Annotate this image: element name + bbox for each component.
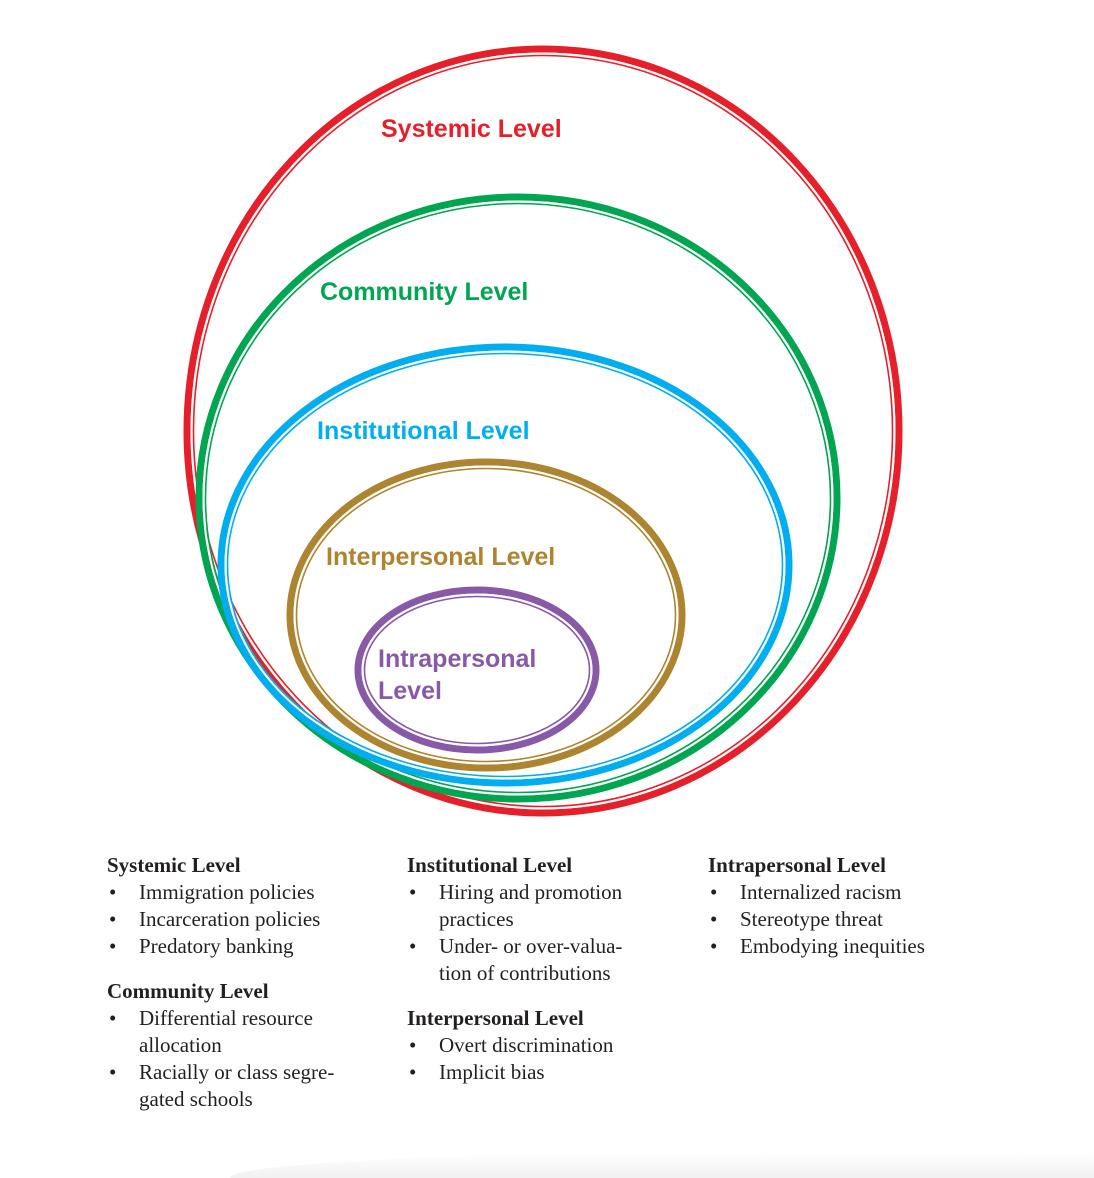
ring-community (195, 193, 841, 803)
legend-item: • Hiring and promotion practices (407, 879, 664, 933)
bullet-icon: • (109, 934, 117, 958)
legend-column-3: Intrapersonal Level • Internalized racism… (708, 852, 998, 978)
ring-intrapersonal-outer-stroke (354, 586, 600, 754)
bullet-icon: • (409, 934, 417, 958)
legend-list: • Hiring and promotion practices • Under- … (407, 879, 697, 987)
legend-section-institutional: Institutional Level • Hiring and promotio… (407, 852, 697, 987)
legend-item: • Racially or class segre-gated schools (107, 1059, 369, 1113)
ring-institutional-gap (224, 350, 786, 780)
legend-item: • Predatory banking (107, 933, 397, 960)
ring-interpersonal-outer-stroke (286, 458, 686, 772)
ring-label-line: Institutional Level (317, 417, 530, 445)
ring-intrapersonal-inner-stroke (363, 595, 591, 745)
legend-item: • Under- or over-valua-tion of contributi… (407, 933, 664, 987)
legend-list: • Immigration policies • Incarceration pol… (107, 879, 397, 960)
ring-systemic (183, 45, 903, 817)
ring-community-outer-stroke (195, 193, 841, 803)
legend-list: • Differential resource allocation • Racia… (107, 1005, 397, 1113)
ring-institutional (217, 343, 793, 787)
legend-item-text: Embodying inequities (740, 934, 925, 958)
ring-interpersonal (286, 458, 686, 772)
legend-heading: Interpersonal Level (407, 1006, 584, 1030)
ring-community-gap (202, 200, 834, 796)
bullet-icon: • (710, 934, 718, 958)
legend-heading: Systemic Level (107, 853, 241, 877)
ring-label-line: Community Level (320, 278, 528, 306)
ring-interpersonal-gap (293, 465, 679, 765)
bullet-icon: • (109, 1060, 117, 1084)
ring-interpersonal-inner-stroke (295, 467, 677, 763)
ring-systemic-inner-stroke (192, 54, 894, 808)
legend-item: • Incarceration policies (107, 906, 397, 933)
legend-heading: Community Level (107, 979, 269, 1003)
legend-column-2: Institutional Level • Hiring and promotio… (407, 852, 697, 1104)
legend-item: • Differential resource allocation (107, 1005, 369, 1059)
legend-item-text: Differential resource allocation (139, 1006, 313, 1057)
ring-label-institutional: Institutional Level (317, 417, 530, 445)
bullet-icon: • (109, 880, 117, 904)
legend-item: • Stereotype threat (708, 906, 998, 933)
ring-label-line: Level (378, 677, 442, 705)
legend-heading: Institutional Level (407, 853, 573, 877)
legend-item-text: Racially or class segre-gated schools (139, 1060, 335, 1111)
page-curl-shadow (230, 1152, 1094, 1178)
legend-item-text: Immigration policies (139, 880, 315, 904)
legend-item-text: Under- or over-valua-tion of contributio… (439, 934, 623, 985)
ring-institutional-outer-stroke (217, 343, 793, 787)
ring-intrapersonal (354, 586, 600, 754)
ring-systemic-gap (190, 52, 896, 810)
legend-column-1: Systemic Level • Immigration policies • In… (107, 852, 397, 1131)
ring-systemic-outer-stroke (183, 45, 903, 817)
bullet-icon: • (710, 907, 718, 931)
legend-item-text: Stereotype threat (740, 907, 883, 931)
ring-intrapersonal-gap (361, 593, 593, 747)
legend-heading: Intrapersonal Level (708, 853, 886, 877)
ring-label-interpersonal: Interpersonal Level (326, 543, 555, 571)
ring-institutional-inner-stroke (226, 352, 784, 778)
legend-item-text: Incarceration policies (139, 907, 321, 931)
legend-item-text: Internalized racism (740, 880, 902, 904)
legend-section-community: Community Level • Differential resource a… (107, 978, 397, 1113)
ring-label-community: Community Level (320, 278, 528, 306)
legend-section-intrapersonal: Intrapersonal Level • Internalized racism… (708, 852, 998, 960)
legend-list: • Overt discrimination • Implicit bias (407, 1032, 697, 1086)
bullet-icon: • (409, 1060, 417, 1084)
legend-section-interpersonal: Interpersonal Level • Overt discriminatio… (407, 1005, 697, 1086)
legend-item: • Implicit bias (407, 1059, 697, 1086)
bullet-icon: • (109, 907, 117, 931)
legend-item: • Internalized racism (708, 879, 998, 906)
ring-label-line: Systemic Level (381, 115, 562, 143)
legend-item-text: Predatory banking (139, 934, 294, 958)
legend-list: •Internalized racism •Stereotype threat … (708, 879, 998, 960)
bullet-icon: • (109, 1006, 117, 1030)
bullet-icon: • (409, 880, 417, 904)
ring-label-line: Intrapersonal (378, 645, 536, 673)
legend-item-text: Overt discrimination (439, 1033, 614, 1057)
ring-community-inner-stroke (204, 202, 832, 794)
legend-item: • Embodying inequities (708, 933, 998, 960)
legend-item-text: Implicit bias (439, 1060, 545, 1084)
ring-label-systemic: Systemic Level (381, 115, 562, 143)
bullet-icon: • (409, 1033, 417, 1057)
legend-item: • Overt discrimination (407, 1032, 697, 1059)
ring-label-line: Interpersonal Level (326, 543, 555, 571)
legend-item: • Immigration policies (107, 879, 397, 906)
legend-item-text: Hiring and promotion practices (439, 880, 623, 931)
bullet-icon: • (710, 880, 718, 904)
legend-section-systemic: Systemic Level • Immigration policies • In… (107, 852, 397, 960)
